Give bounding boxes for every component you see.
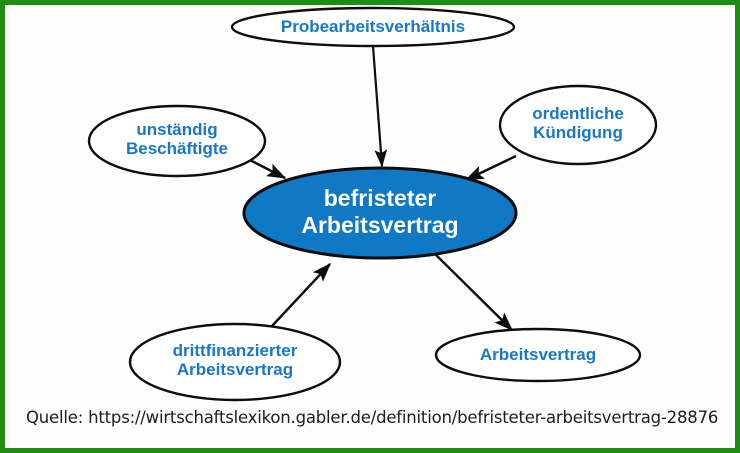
node-ellipse-drittfinanzierter-arbeitsvertrag[interactable]: [128, 322, 342, 402]
source-caption: Quelle: https://wirtschaftslexikon.gable…: [26, 408, 719, 427]
node-ellipse-arbeitsvertrag[interactable]: [434, 327, 642, 383]
node-ellipse-befristeter-arbeitsvertrag[interactable]: [242, 166, 518, 260]
edge-center-to-arbeitsvertrag: [432, 251, 514, 332]
node-layer: [87, 6, 658, 402]
node-ellipse-ordentliche-kuendigung[interactable]: [498, 84, 658, 166]
edge-kuendigung-to-center: [464, 154, 517, 182]
edge-probe-to-center: [371, 45, 388, 168]
node-ellipse-probearbeitsverhaeltnis[interactable]: [230, 6, 516, 48]
edge-drittfinanziert-to-center: [271, 262, 331, 327]
node-ellipse-unstaendig-beschaeftigte[interactable]: [87, 104, 267, 178]
